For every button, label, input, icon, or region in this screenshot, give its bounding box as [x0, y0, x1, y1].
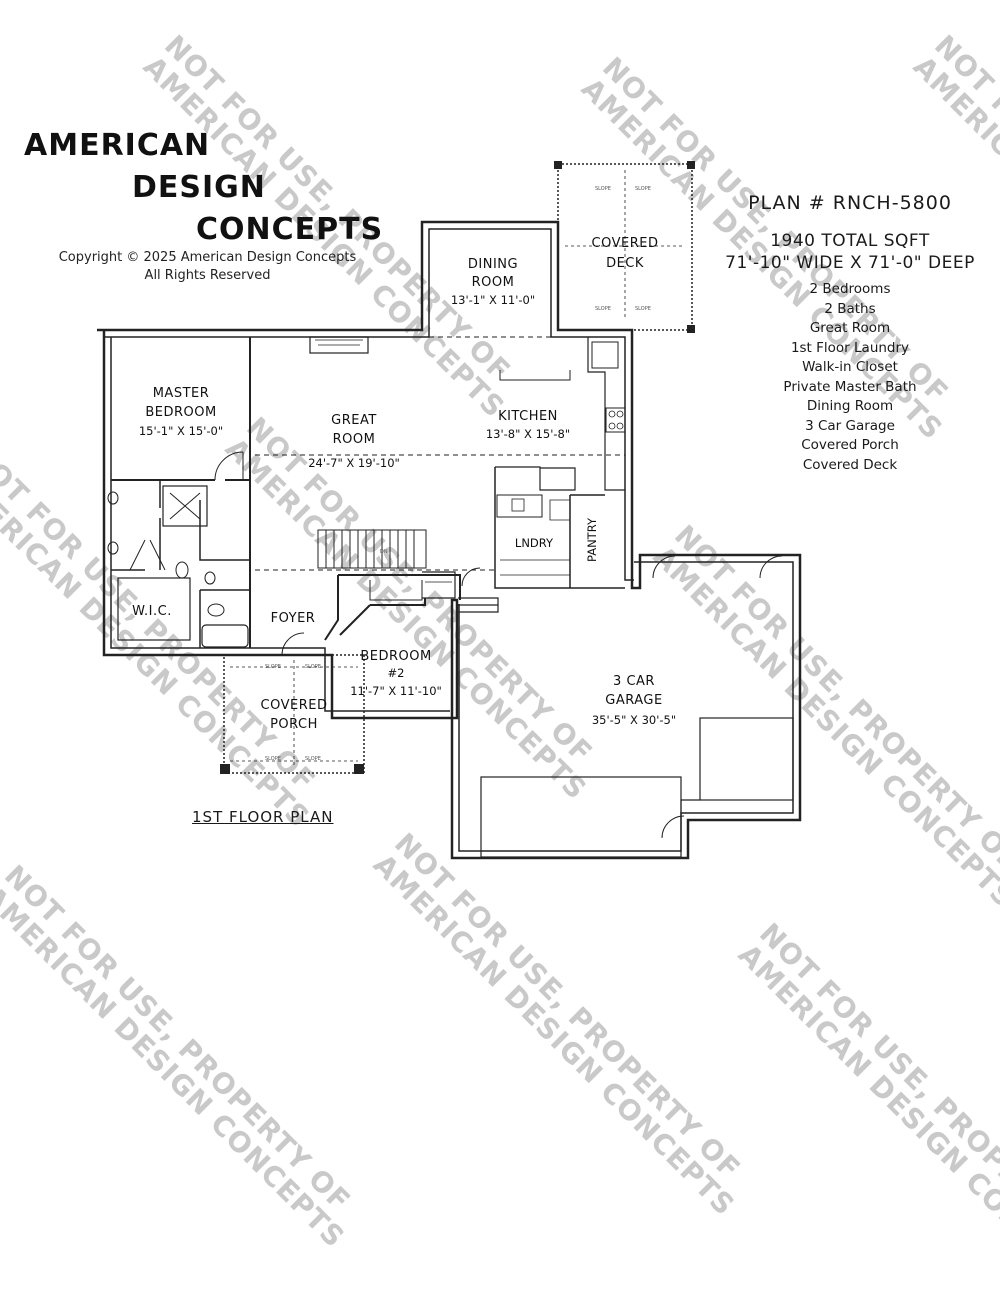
bedroom2-number: #2	[388, 666, 405, 680]
porch-name: COVERED	[261, 698, 328, 713]
slope-labels: SLOPE SLOPE SLOPE SLOPE SLOPE SLOPE SLOP…	[265, 186, 651, 762]
door-swing	[652, 555, 676, 579]
slope-label: SLOPE	[305, 756, 321, 762]
door-swing	[281, 632, 305, 656]
slope-label: SLOPE	[635, 306, 651, 312]
garage-name2: GARAGE	[605, 693, 662, 708]
door-swing	[461, 567, 481, 587]
fireplace	[309, 336, 369, 354]
kitchen-name: KITCHEN	[498, 409, 558, 424]
feature-item: Covered Deck	[802, 456, 898, 473]
dining-room-size: 13'-1" X 11'-0"	[451, 293, 535, 307]
exterior-wall	[97, 220, 802, 860]
shower	[162, 485, 208, 527]
feature-item: 3 Car Garage	[805, 417, 895, 434]
door-swing	[759, 555, 783, 579]
great-room-name: GREAT	[331, 413, 377, 428]
bedroom2-wall	[324, 574, 461, 641]
laundry-name: LNDRY	[515, 536, 554, 550]
garage-door-opening	[480, 776, 682, 858]
dining-room-name: DINING	[468, 257, 518, 272]
feature-item: Walk-in Closet	[802, 359, 898, 375]
slope-label: SLOPE	[595, 186, 611, 192]
brand-line-american: AMERICAN	[24, 128, 211, 163]
feature-item: Great Room	[809, 320, 891, 336]
floor-plan-label: 1ST FLOOR PLAN	[192, 808, 334, 826]
toilet-icon	[207, 603, 225, 617]
bedroom2-name: BEDROOM	[360, 649, 431, 664]
feature-item: 1st Floor Laundry	[790, 339, 910, 356]
door-swing	[214, 451, 244, 481]
slope-label: SLOPE	[595, 306, 611, 312]
dining-room-name2: ROOM	[472, 275, 515, 290]
slope-label: SLOPE	[635, 186, 651, 192]
bedroom2-size: 11'-7" X 11'-10"	[350, 684, 442, 698]
sink-icon	[204, 571, 216, 585]
great-room-size: 24'-7" X 19'-10"	[308, 456, 400, 470]
feature-item: 2 Baths	[824, 300, 876, 317]
copyright-block: Copyright © 2025 American Design Concept…	[20, 249, 395, 285]
brand-line-design: DESIGN	[132, 170, 266, 205]
deck-name2: DECK	[606, 256, 644, 271]
plan-dimensions: 71'-10" WIDE X 71'-0" DEEP	[725, 253, 975, 273]
pantry-name: PANTRY	[585, 517, 599, 562]
master-bedroom-name2: BEDROOM	[145, 405, 216, 420]
porch-name2: PORCH	[270, 717, 318, 732]
feature-list: 2 Bedrooms 2 Baths Great Room 1st Floor …	[700, 280, 1000, 475]
garage-size: 35'-5" X 30'-5"	[592, 713, 676, 727]
great-room-name2: ROOM	[333, 432, 376, 447]
slope-label: SLOPE	[265, 756, 281, 762]
kitchen-size: 13'-8" X 15'-8"	[486, 427, 570, 441]
range-icon	[605, 407, 626, 433]
feature-item: Private Master Bath	[783, 378, 917, 395]
master-bedroom-name: MASTER	[153, 386, 210, 401]
staircase	[317, 529, 427, 569]
sink-icon	[107, 491, 119, 505]
stair-direction: DN	[380, 549, 388, 555]
toilet-icon	[175, 561, 189, 579]
bathtub	[201, 624, 249, 648]
master-bedroom-size: 15'-1" X 15'-0"	[139, 424, 223, 438]
plan-specs: 1940 TOTAL SQFT 71'-10" WIDE X 71'-0" DE…	[700, 230, 1000, 475]
walk-in-closet	[117, 577, 191, 641]
copyright-text: Copyright © 2025 American Design Concept…	[58, 250, 357, 265]
covered-porch	[223, 654, 365, 774]
foyer-name: FOYER	[271, 611, 316, 626]
brand-line-concepts: CONCEPTS	[196, 212, 384, 247]
covered-deck	[557, 163, 693, 331]
floor-plan-drawing: SLOPE SLOPE SLOPE SLOPE SLOPE SLOPE SLOP…	[97, 161, 802, 860]
kitchen-sink	[591, 341, 619, 369]
rights-text: All Rights Reserved	[144, 268, 271, 283]
feature-item: Dining Room	[806, 398, 894, 414]
total-sqft: 1940 TOTAL SQFT	[770, 231, 930, 251]
door-swing	[661, 815, 685, 839]
slope-label: SLOPE	[305, 664, 321, 670]
plan-number: PLAN # RNCH-5800	[748, 192, 952, 214]
slope-label: SLOPE	[265, 664, 281, 670]
deck-name: COVERED	[592, 236, 659, 251]
feature-item: Covered Porch	[801, 437, 899, 453]
wic-name: W.I.C.	[132, 604, 172, 619]
sink-icon	[107, 541, 119, 555]
garage-name: 3 CAR	[613, 674, 655, 689]
garage-steps	[458, 597, 499, 613]
feature-item: 2 Bedrooms	[809, 281, 891, 297]
